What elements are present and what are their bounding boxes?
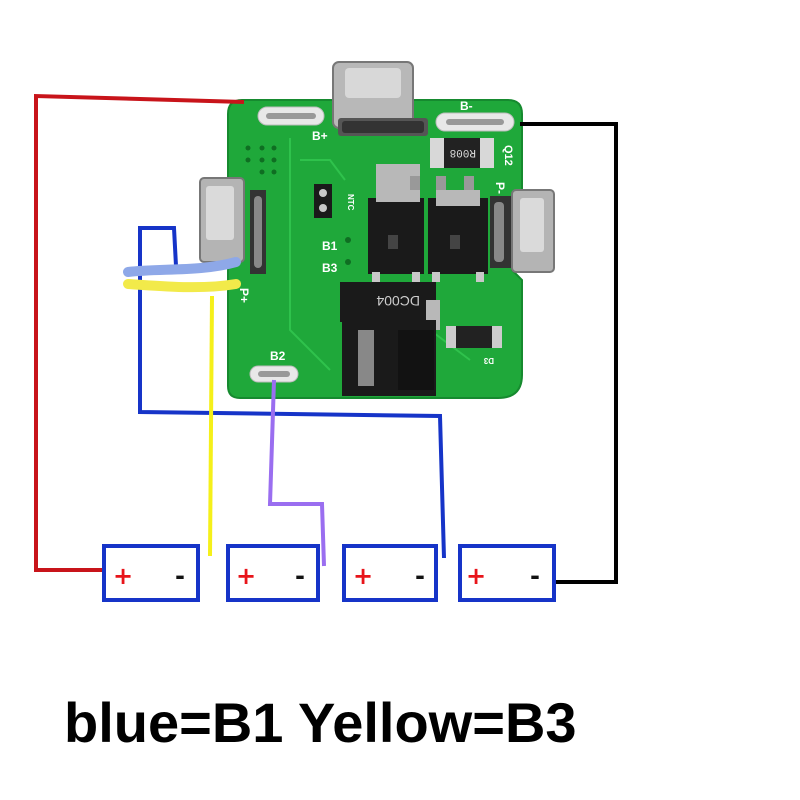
purple-wire bbox=[267, 379, 326, 567]
cell-4-minus: - bbox=[530, 562, 540, 590]
cell-3-plus: + bbox=[353, 562, 373, 590]
bms-board: B+ B- R008 Q12 NTC B1 B3 bbox=[199, 61, 555, 399]
yellow-wire bbox=[208, 295, 214, 557]
b3-label: B3 bbox=[322, 261, 338, 275]
cell-1: + - bbox=[102, 544, 200, 602]
cell-1-minus: - bbox=[175, 562, 185, 590]
b1-label: B1 bbox=[322, 239, 338, 253]
p-plus-label: P+ bbox=[237, 288, 251, 303]
wire-bundle bbox=[123, 257, 241, 293]
cell-4: + - bbox=[458, 544, 556, 602]
mosfet-right bbox=[410, 176, 488, 282]
red-wire bbox=[34, 93, 245, 572]
pcb-vias bbox=[245, 145, 351, 265]
q12-label: Q12 bbox=[502, 145, 514, 166]
b-minus-label: B- bbox=[460, 99, 473, 113]
right-metal-tab bbox=[490, 189, 555, 273]
cell-2: + - bbox=[226, 544, 320, 602]
chip-label: DC004 bbox=[376, 293, 420, 309]
cell-3: + - bbox=[342, 544, 438, 602]
cell-4-plus: + bbox=[466, 562, 486, 590]
b2-label: B2 bbox=[270, 349, 286, 363]
d3-label: D3 bbox=[483, 356, 494, 365]
wire-legend-caption: blue=B1 Yellow=B3 bbox=[64, 691, 577, 754]
ntc-label: NTC bbox=[346, 194, 355, 211]
resistor-label: R008 bbox=[450, 146, 476, 158]
ntc-pad bbox=[314, 184, 332, 218]
black-wire bbox=[520, 122, 618, 584]
mosfet-left bbox=[368, 164, 424, 282]
blue-wire bbox=[138, 226, 446, 559]
cell-1-plus: + bbox=[113, 562, 133, 590]
b-plus-label: B+ bbox=[312, 129, 328, 143]
cell-2-plus: + bbox=[236, 562, 256, 590]
cell-2-minus: - bbox=[295, 562, 305, 590]
diode-d3 bbox=[446, 326, 502, 348]
chip-dc004: DC004 bbox=[340, 282, 440, 396]
p-minus-label: P- bbox=[493, 182, 507, 194]
cell-3-minus: - bbox=[415, 562, 425, 590]
